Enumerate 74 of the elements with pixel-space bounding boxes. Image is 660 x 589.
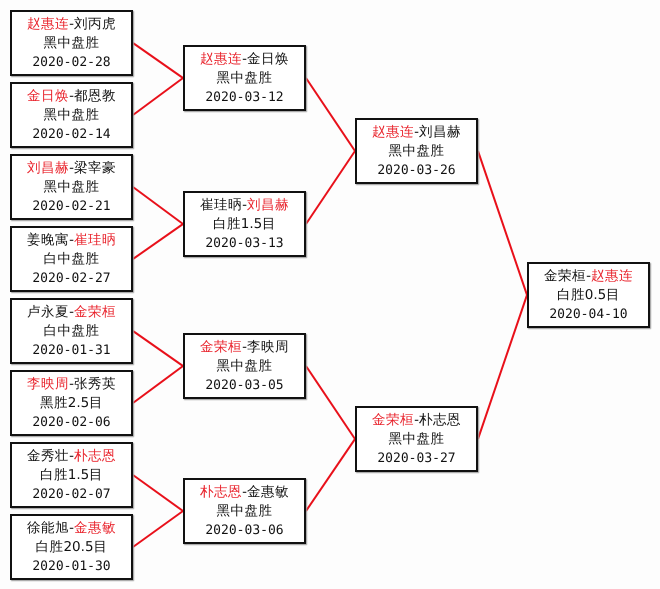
match-box [10, 514, 133, 580]
match-date: 2020-01-31 [32, 342, 111, 360]
match-date: 2020-03-05 [205, 376, 284, 394]
match-box [10, 298, 133, 364]
bracket-line [132, 330, 184, 367]
match-result: 黑中盘胜 [216, 68, 272, 88]
match-players: 金日焕-都恩教 [27, 86, 116, 106]
match-players: 姜晚寓-崔珪昞 [27, 230, 116, 250]
match-players: 赵惠连-刘丙虎 [27, 14, 116, 34]
match-players: 赵惠连-金日焕 [200, 50, 289, 68]
bracket-line [305, 365, 356, 440]
match-players: 李映周-张秀英 [27, 374, 116, 394]
match-result: 白中盘胜 [44, 322, 100, 340]
match-players: 徐能旭-金惠敏 [27, 518, 116, 538]
match-box [183, 191, 306, 257]
bracket-line [132, 42, 184, 79]
bracket-line [132, 186, 184, 225]
match-result: 白胜20.5目 [35, 538, 108, 556]
bracket-line [305, 77, 356, 152]
match-result: 黑中盘胜 [388, 430, 444, 448]
match-date: 2020-02-06 [32, 414, 111, 432]
match-result: 白胜1.5目 [212, 214, 276, 234]
match-box [527, 262, 650, 328]
match-players: 刘昌赫-梁宰豪 [27, 158, 116, 178]
match-players: 金荣桓-赵惠连 [544, 266, 633, 286]
match-box [10, 10, 133, 76]
bracket-line [305, 438, 356, 512]
match-date: 2020-03-27 [377, 450, 456, 468]
match-result: 黑中盘胜 [216, 502, 272, 520]
bracket-line [477, 294, 528, 440]
match-players: 卢永夏-金荣桓 [27, 302, 116, 322]
match-box [10, 442, 133, 508]
match-result: 黑中盘胜 [44, 106, 100, 124]
match-date: 2020-04-10 [549, 306, 628, 324]
match-box [10, 82, 133, 148]
match-result: 黑中盘胜 [44, 34, 100, 52]
bracket-line [477, 150, 528, 296]
match-date: 2020-03-12 [205, 88, 284, 106]
match-date: 2020-03-13 [205, 234, 284, 252]
match-result: 黑胜2.5目 [40, 394, 104, 412]
bracket-line [132, 223, 184, 260]
match-date: 2020-02-28 [32, 54, 111, 72]
match-box [355, 406, 478, 472]
match-box [10, 154, 133, 220]
match-date: 2020-03-06 [205, 522, 284, 540]
match-players: 赵惠连-刘昌赫 [372, 122, 461, 142]
match-date: 2020-02-07 [32, 486, 111, 504]
match-box [10, 370, 133, 436]
bracket-line [132, 474, 184, 512]
match-result: 黑中盘胜 [388, 142, 444, 160]
match-box [10, 226, 133, 292]
bracket-line [305, 150, 356, 225]
match-date: 2020-03-26 [377, 162, 456, 180]
match-players: 金荣桓-朴志恩 [372, 410, 461, 430]
match-result: 黑中盘胜 [44, 178, 100, 196]
match-result: 白胜0.5目 [556, 286, 620, 304]
match-players: 朴志恩-金惠敏 [200, 482, 289, 502]
match-date: 2020-01-30 [32, 558, 111, 576]
match-players: 崔珪昞-刘昌赫 [200, 196, 289, 214]
match-players: 金荣桓-李映周 [200, 338, 289, 356]
match-box [183, 45, 306, 111]
bracket-line [132, 365, 184, 404]
bracket-line [132, 77, 184, 116]
match-result: 黑中盘胜 [216, 356, 272, 376]
match-date: 2020-02-27 [32, 270, 111, 288]
bracket-line [132, 510, 184, 548]
match-date: 2020-02-14 [32, 126, 111, 144]
match-players: 金秀壮-朴志恩 [27, 446, 116, 466]
match-box [183, 333, 306, 399]
match-date: 2020-02-21 [32, 198, 111, 216]
match-box [183, 478, 306, 544]
match-result: 白中盘胜 [44, 250, 100, 268]
match-box [355, 118, 478, 184]
match-result: 白胜1.5目 [40, 466, 104, 484]
